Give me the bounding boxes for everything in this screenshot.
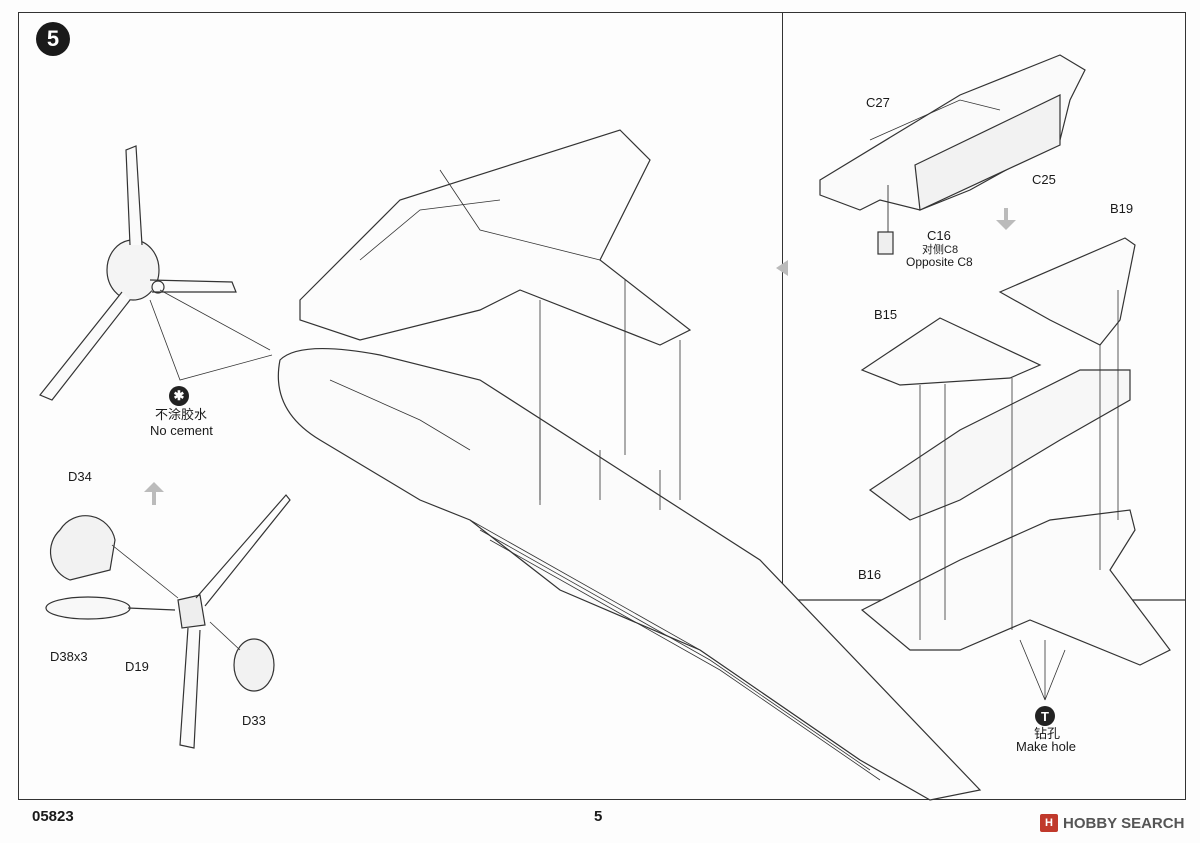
step-number-badge: 5: [36, 22, 70, 56]
inset-divider: [782, 12, 783, 612]
part-label-c25: C25: [1032, 172, 1056, 187]
watermark: H HOBBY SEARCH: [1040, 814, 1184, 832]
part-label-b16: B16: [858, 567, 882, 582]
drill-icon: T: [1035, 706, 1055, 726]
watermark-logo-icon: H: [1040, 814, 1058, 832]
kit-code: 05823: [32, 808, 74, 825]
make-hole-label-zh: 钻孔: [1034, 726, 1061, 741]
part-label-c16: C16: [927, 228, 951, 243]
wing-drawing: [299, 129, 692, 500]
part-label-c27: C27: [866, 95, 890, 110]
page-number: 5: [594, 808, 603, 825]
part-label-d34: D34: [68, 469, 92, 484]
wing-assembly-drawing: [860, 237, 1171, 701]
part-label-d19: D19: [125, 659, 149, 674]
propeller-exploded: [45, 494, 291, 749]
part-label-b19: B19: [1110, 201, 1134, 216]
watermark-text: HOBBY SEARCH: [1063, 814, 1185, 832]
no-cement-icon: ✱: [169, 386, 189, 406]
part-label-b15: B15: [874, 307, 898, 322]
fuselage-drawing: [277, 347, 982, 801]
part-label-c16-zh: 对侧C8: [922, 244, 959, 256]
part-label-c16-en: Opposite C8: [906, 255, 973, 269]
propeller-assembled: [39, 145, 273, 401]
page-frame: [18, 12, 1186, 800]
cockpit-tub-drawing: [819, 54, 1086, 255]
make-hole-label-en: Make hole: [1016, 739, 1076, 754]
no-cement-label-zh: 不涂胶水: [155, 407, 208, 422]
part-label-d38: D38x3: [50, 649, 88, 664]
no-cement-label-en: No cement: [150, 423, 213, 438]
part-label-d33: D33: [242, 713, 266, 728]
